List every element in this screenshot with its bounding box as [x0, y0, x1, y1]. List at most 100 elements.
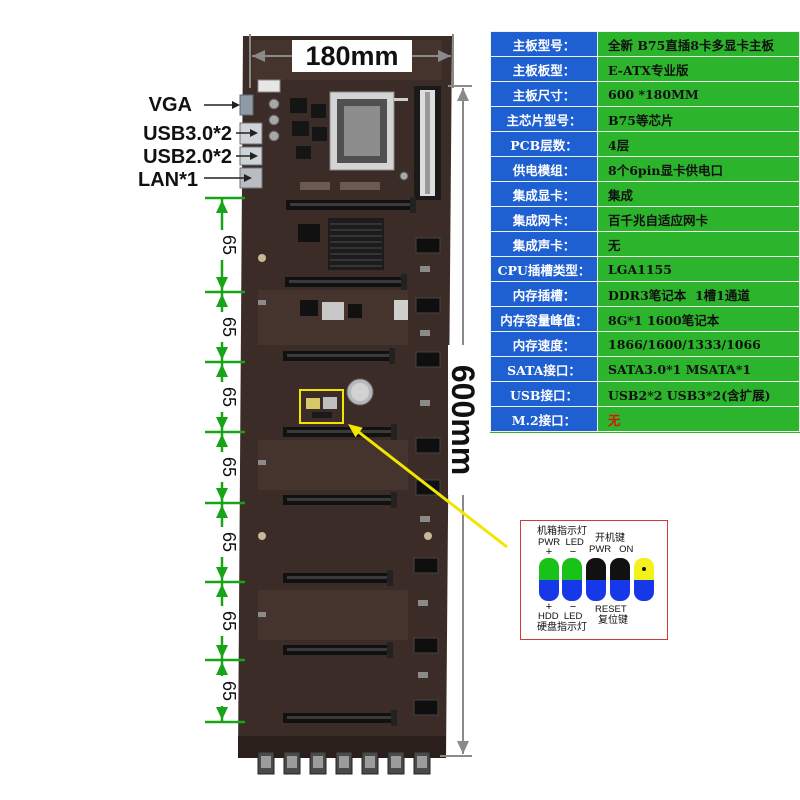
spec-row-chipset: 主芯片型号： B75等芯片: [490, 106, 800, 132]
io-pointer-arrows: [204, 101, 258, 182]
bottom-connector: [283, 751, 301, 775]
mounting-hole: [424, 532, 432, 540]
spec-value: USB2*2 USB3*2(含扩展): [597, 381, 800, 407]
header-pin-key: [634, 558, 654, 601]
spec-row-integrated-audio: 集成声卡： 无: [490, 231, 800, 257]
front-panel-highlight-box: [299, 389, 344, 424]
vga-label: VGA: [148, 94, 192, 116]
spec-label: 内存插槽：: [490, 281, 598, 307]
spec-label: USB接口：: [490, 381, 598, 407]
pin-upper: [562, 558, 582, 580]
chip: [340, 182, 380, 190]
bottom-connector: [309, 751, 327, 775]
header-pin-power-switch: [610, 558, 630, 601]
spec-row-board-size: 主板尺寸： 600 *180MM: [490, 81, 800, 107]
vrm-choke: [290, 98, 307, 113]
spec-label: M.2接口：: [490, 406, 598, 432]
spec-row-pcb-layers: PCB层数： 4层: [490, 131, 800, 157]
pcie-slot: [283, 424, 397, 440]
spec-label: 供电模组：: [490, 156, 598, 182]
pcb-shading: [252, 40, 442, 640]
pin-dot-icon: [642, 567, 646, 571]
chip: [300, 300, 318, 316]
spec-value: 4层: [597, 131, 800, 157]
chip: [300, 182, 330, 190]
spec-row-memory-slots: 内存插槽： DDR3笔记本 1槽1通道: [490, 281, 800, 307]
gpu-power-connectors: [413, 237, 441, 716]
bottom-connectors: [257, 751, 431, 775]
spec-label: 主板尺寸：: [490, 81, 598, 107]
front-panel-pin-diagram: 机箱指示灯 PWR LED + − 开机键 PWR ON + − HDD LED…: [520, 520, 668, 640]
header-pin-pwr-led: [539, 558, 559, 601]
bottom-connector: [335, 751, 353, 775]
spec-value: 集成: [597, 181, 800, 207]
board-length-label: 600mm: [445, 345, 481, 495]
spec-value: 8G*1 1600笔记本: [597, 306, 800, 332]
cmos-battery: [346, 378, 374, 406]
spec-table-panel: 主板型号： 全新 B75直插8卡多显卡主板 主板板型： E-ATX专业版 主板尺…: [490, 31, 800, 433]
spec-table: 主板型号： 全新 B75直插8卡多显卡主板 主板板型： E-ATX专业版 主板尺…: [490, 31, 800, 432]
capacitor: [268, 114, 280, 126]
6pin-connector: [413, 637, 439, 654]
6pin-connector: [415, 437, 441, 454]
header-pin-pwr-led: [562, 558, 582, 601]
header-pin-power-switch: [586, 558, 606, 601]
spec-value: B75等芯片: [597, 106, 800, 132]
cpu-socket: [329, 91, 408, 171]
hdd-led-minus: −: [569, 601, 577, 613]
vrm-choke: [292, 121, 309, 136]
spec-row-sata: SATA接口： SATA3.0*1 MSATA*1: [490, 356, 800, 382]
spec-label: 主芯片型号：: [490, 106, 598, 132]
reset-title: 复位键: [598, 615, 628, 626]
capacitor: [268, 98, 280, 110]
spec-value: LGA1155: [597, 256, 800, 282]
vrm-choke: [312, 127, 327, 141]
bottom-connector: [413, 751, 431, 775]
capacitor: [268, 130, 280, 142]
spec-value: 百千兆自适应网卡: [597, 206, 800, 232]
hdd-led-plus: +: [545, 601, 553, 613]
board-width-label: 180mm: [292, 40, 412, 72]
spec-value: 1866/1600/1333/1066: [597, 331, 800, 357]
chip: [394, 300, 408, 320]
cpu-power-connector: [257, 79, 281, 93]
slot-spacing-label: 65: [219, 312, 239, 342]
capacitors: [268, 98, 409, 181]
pwr-led-label: PWR LED: [538, 537, 584, 548]
pcie-slot: [283, 492, 397, 508]
vga-port: [239, 94, 254, 116]
bottom-connector: [361, 751, 379, 775]
pin-upper: [634, 558, 654, 580]
pcie-slot: [283, 570, 393, 586]
pin-lower: [539, 580, 559, 601]
spec-row-board-model: 主板型号： 全新 B75直插8卡多显卡主板: [490, 31, 800, 57]
spec-label: 主板板型：: [490, 56, 598, 82]
chip: [348, 304, 362, 318]
pcie-slot: [285, 274, 407, 290]
pwr-led-minus: −: [569, 546, 577, 558]
pin-upper: [610, 558, 630, 580]
spec-row-form-factor: 主板板型： E-ATX专业版: [490, 56, 800, 82]
lan-label: LAN*1: [137, 169, 198, 191]
bottom-connector: [387, 751, 405, 775]
capacitor: [399, 171, 409, 181]
spec-label: 集成网卡：: [490, 206, 598, 232]
vrm-chokes: [290, 98, 327, 159]
front-panel-header: [306, 397, 337, 418]
spec-row-integrated-graphics: 集成显卡： 集成: [490, 181, 800, 207]
6pin-connector: [415, 237, 441, 254]
pcie-slot: [283, 642, 393, 658]
6pin-connector: [413, 557, 439, 574]
pin-upper: [586, 558, 606, 580]
spec-label: 主板型号：: [490, 31, 598, 57]
slot-spacing-label: 65: [219, 606, 239, 636]
pin-lower: [634, 580, 654, 601]
small-components: [258, 266, 430, 678]
spec-value: 无: [597, 231, 800, 257]
spec-row-power-supply: 供电模组： 8个6pin显卡供电口: [490, 156, 800, 182]
mounting-hole: [258, 532, 266, 540]
chassis-led-title: 机箱指示灯: [537, 526, 587, 537]
spec-value: E-ATX专业版: [597, 56, 800, 82]
pin-lower: [562, 580, 582, 601]
